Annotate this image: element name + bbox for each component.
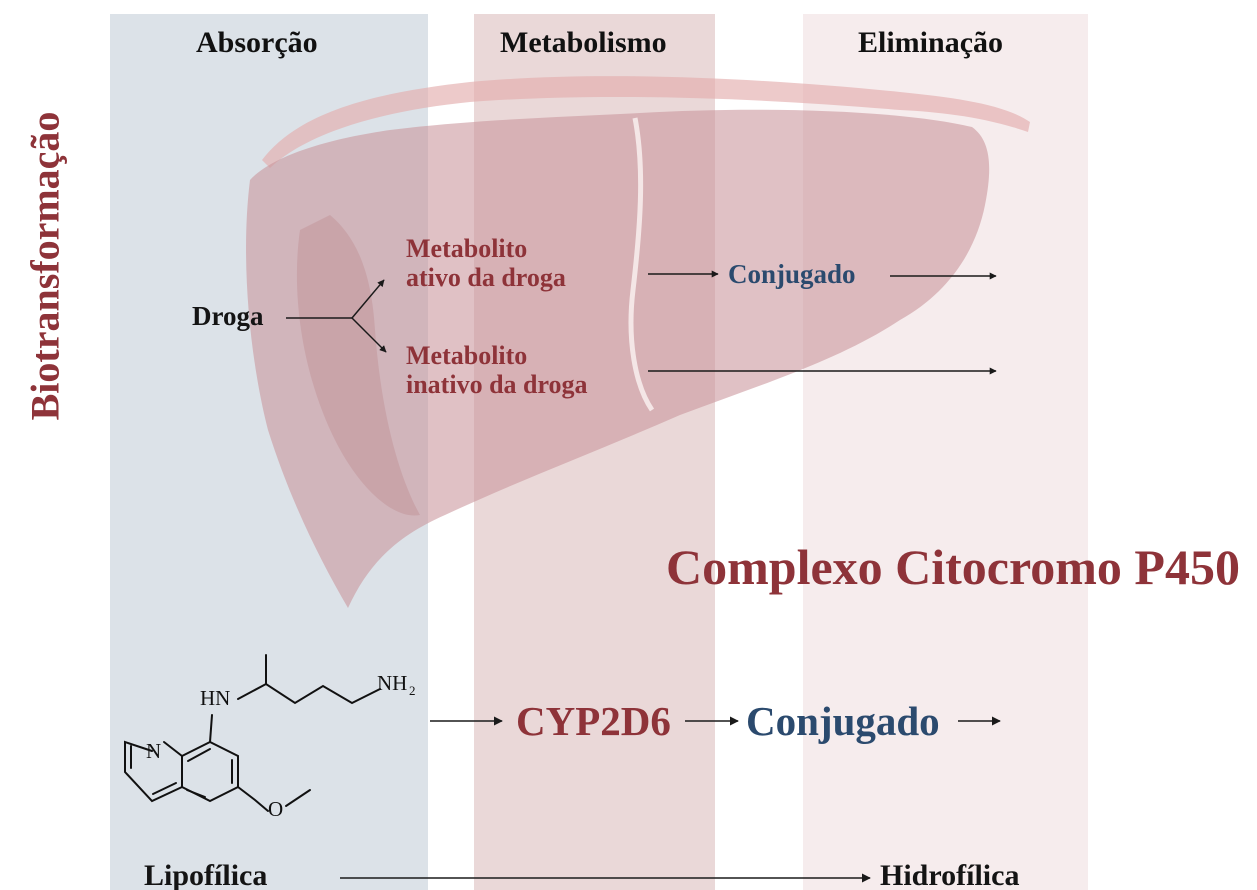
liver-illustration	[246, 76, 1030, 608]
enzyme-label: CYP2D6	[516, 698, 671, 744]
atom-n-label: N	[146, 739, 161, 763]
active-metabolite-line-2: ativo da droga	[406, 263, 566, 293]
lipophilic-label: Lipofílica	[144, 859, 268, 890]
side-title: Biotransformação	[22, 111, 68, 421]
atom-nh2-label: NH	[377, 671, 407, 695]
liver-ligament	[262, 76, 1030, 168]
drug-label: Droga	[192, 301, 264, 331]
arrow-to-active-metabolite	[351, 279, 385, 319]
inactive-metabolite-line-1: Metabolito	[406, 341, 528, 370]
column-title-absorption: Absorção	[196, 26, 318, 59]
active-metabolite-label: Metabolito ativo da droga	[406, 234, 566, 292]
hydrophilic-label: Hidrofílica	[880, 859, 1020, 890]
inactive-metabolite-label: Metabolito inativo da droga	[406, 341, 588, 399]
atom-nh2-subscript: 2	[409, 683, 416, 698]
liver-fissure	[628, 117, 655, 412]
column-title-metabolism: Metabolismo	[500, 26, 667, 59]
upper-pathway-arrows	[286, 270, 997, 375]
primaquine-structure	[124, 654, 381, 812]
liver-lobe-shade	[296, 215, 420, 516]
inactive-metabolite-line-2: inativo da droga	[406, 370, 588, 400]
complex-title: Complexo Citocromo P450	[666, 539, 1240, 595]
liver-body	[246, 109, 990, 608]
active-metabolite-line-1: Metabolito	[406, 234, 528, 263]
column-title-elimination: Eliminação	[858, 26, 1004, 59]
arrow-to-inactive-metabolite	[351, 317, 387, 353]
bottom-conjugate-label: Conjugado	[746, 698, 940, 744]
atom-nh-label: HN	[200, 686, 230, 710]
lower-pathway-arrows	[340, 716, 1001, 883]
atom-o-label: O	[268, 797, 283, 821]
conjugate-label: Conjugado	[728, 259, 856, 289]
